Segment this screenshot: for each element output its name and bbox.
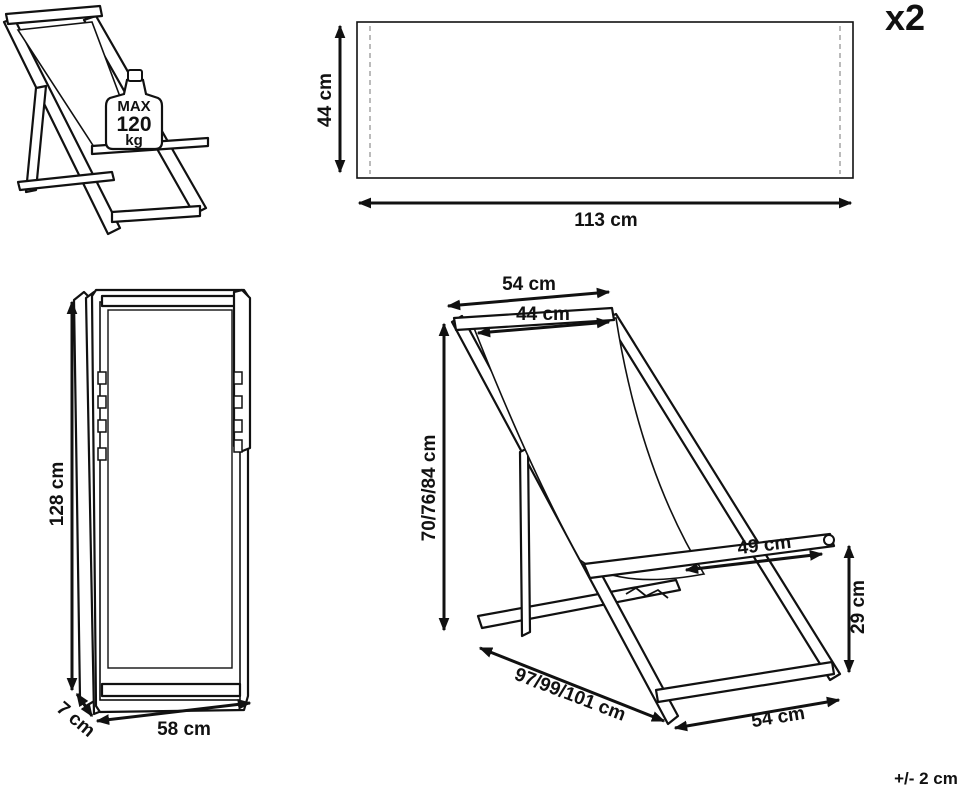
tolerance-label: +/- 2 cm <box>894 769 958 788</box>
quantity-label: x2 <box>885 0 925 38</box>
fabric-height-label: 44 cm <box>315 73 336 127</box>
weight-limit-icon: MAX 120 kg <box>104 69 164 151</box>
side-top-outer-width-label: 54 cm <box>502 274 556 295</box>
front-height-label: 128 cm <box>47 462 68 526</box>
folded-chair-front-view <box>72 288 252 716</box>
side-top-inner-width-label: 44 cm <box>516 304 570 325</box>
front-width-dimension-line <box>95 699 252 725</box>
side-top-inner-width-dimension-line <box>476 317 611 338</box>
side-base-width-label: 54 cm <box>750 703 806 732</box>
side-length-label: 97/99/101 cm <box>511 664 628 726</box>
front-depth-dimension-line <box>75 692 94 718</box>
side-armrest-height-label: 29 cm <box>848 580 869 634</box>
side-base-width-dimension-line <box>673 696 841 732</box>
weight-unit: kg <box>125 132 143 149</box>
side-height-label: 70/76/84 cm <box>419 435 440 542</box>
side-length-dimension-line <box>478 646 666 723</box>
front-depth-label: 7 cm <box>52 698 99 742</box>
side-top-outer-width-dimension-line <box>446 287 611 311</box>
fabric-width-label: 113 cm <box>574 210 637 231</box>
side-armrest-dimension-line <box>684 550 824 574</box>
front-width-label: 58 cm <box>157 719 211 740</box>
weight-max-label: MAX <box>117 98 150 115</box>
weight-value: 120 <box>116 113 151 136</box>
fabric-panel <box>356 21 854 179</box>
open-chair-side-view <box>450 306 842 726</box>
